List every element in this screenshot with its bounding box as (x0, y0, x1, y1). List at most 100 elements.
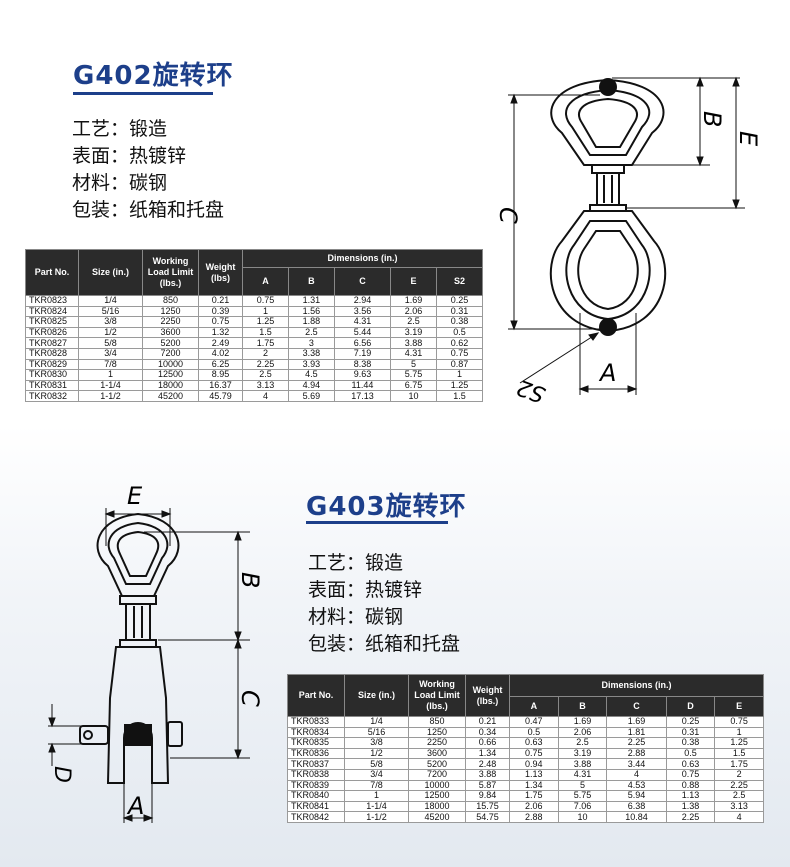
col-dim-c: C (606, 696, 667, 717)
table-cell: 1/4 (78, 295, 143, 307)
table-cell: 0.88 (665, 779, 716, 792)
table-cell: 12500 (408, 790, 466, 802)
g403-dim-label-d: D (49, 766, 74, 783)
table-cell: 10 (557, 811, 608, 823)
table-cell: 0.75 (242, 295, 289, 307)
table-cell: 1-1/4 (78, 379, 143, 392)
table-cell: 1 (344, 790, 409, 802)
table-cell: 18000 (142, 379, 199, 392)
table-cell: 1.32 (198, 326, 243, 339)
col-weight: Weight (lbs.) (465, 674, 510, 717)
table-cell: 0.5 (509, 726, 559, 739)
table-cell: TKR0830 (25, 369, 79, 381)
table-cell: 0.66 (465, 737, 510, 749)
col-dim-b: B (557, 696, 608, 717)
table-cell: 3600 (408, 747, 466, 760)
g402-spec-table: Part No. Size (in.) Working Load Limit (… (25, 249, 483, 402)
g402-title: G402旋转环 (73, 61, 234, 91)
table-cell: 3.88 (557, 758, 608, 770)
table-cell: 1.75 (242, 337, 289, 349)
table-cell: 3/8 (344, 737, 409, 749)
table-cell: 0.47 (509, 716, 559, 728)
g403-spec-material: 材料：碳钢 (308, 606, 404, 628)
table-cell: 5.75 (390, 369, 438, 381)
table-cell: 4.53 (606, 779, 667, 792)
table-cell: 1.25 (714, 737, 764, 749)
g403-jaw-block-icon (124, 724, 152, 746)
table-cell: 2250 (408, 737, 466, 749)
table-cell: TKR0842 (287, 811, 345, 823)
table-cell: 10 (390, 390, 438, 402)
table-cell: 0.94 (509, 758, 559, 770)
table-cell: TKR0824 (25, 305, 79, 318)
table-cell: 3 (287, 337, 335, 349)
table-cell: 850 (408, 716, 466, 728)
table-cell: 10000 (142, 358, 199, 371)
table-cell: 0.5 (665, 747, 716, 760)
table-cell: 1.56 (287, 305, 335, 318)
col-part-no: Part No. (287, 674, 345, 717)
col-size: Size (in.) (78, 249, 143, 296)
col-dim-s2: S2 (436, 267, 483, 296)
table-cell: 2.88 (509, 811, 559, 823)
table-cell: 7/8 (344, 779, 409, 792)
table-cell: 1-1/2 (78, 390, 143, 402)
table-cell: 7.06 (557, 800, 608, 813)
table-cell: 4.94 (287, 379, 335, 392)
table-cell: 7.19 (333, 347, 392, 360)
table-cell: 6.38 (606, 800, 667, 813)
g403-spec-table: Part No. Size (in.) Working Load Limit (… (287, 674, 764, 823)
table-cell: TKR0835 (287, 737, 345, 749)
table-cell: 2.5 (287, 326, 335, 339)
table-cell: 0.39 (198, 305, 243, 318)
table-cell: 0.75 (509, 747, 559, 760)
col-working-load-limit: Working Load Limit (lbs.) (408, 674, 466, 717)
table-cell: 2.48 (465, 758, 510, 770)
table-cell: 4 (606, 768, 667, 781)
table-cell: 5.94 (606, 790, 667, 802)
table-cell: 1.75 (714, 758, 764, 770)
table-cell: 1.13 (665, 790, 716, 802)
g403-title-underline (306, 521, 448, 524)
table-cell: 3.13 (242, 379, 289, 392)
g402-spec-packaging: 包装：纸箱和托盘 (72, 199, 225, 221)
col-part-no: Part No. (25, 249, 79, 296)
table-cell: 1/2 (78, 326, 143, 339)
table-cell: 10000 (408, 779, 466, 792)
table-cell: TKR0836 (287, 747, 345, 760)
table-cell: 2.06 (509, 800, 559, 813)
table-cell: 5.87 (465, 779, 510, 792)
table-cell: 9.84 (465, 790, 510, 802)
table-cell: 3.38 (287, 347, 335, 360)
table-cell: 1.38 (665, 800, 716, 813)
table-cell: 0.75 (714, 716, 764, 728)
table-cell: 0.87 (436, 358, 483, 371)
table-cell: 1.13 (509, 768, 559, 781)
table-cell: 6.75 (390, 379, 438, 392)
table-cell: 3.88 (390, 337, 438, 349)
table-cell: 7/8 (78, 358, 143, 371)
table-cell: 54.75 (465, 811, 510, 823)
table-cell: 1 (714, 726, 764, 739)
table-cell: 2 (242, 347, 289, 360)
g403-spec-packaging: 包装：纸箱和托盘 (308, 633, 461, 655)
col-dimensions: Dimensions (in.) (509, 674, 764, 697)
table-cell: 1-1/4 (344, 800, 409, 813)
table-cell: 0.25 (436, 295, 483, 307)
g403-title: G403旋转环 (306, 492, 467, 522)
table-cell: 45200 (408, 811, 466, 823)
table-cell: 1 (436, 369, 483, 381)
table-cell: 3/4 (78, 347, 143, 360)
col-working-load-limit: Working Load Limit (lbs.) (142, 249, 199, 296)
table-cell: 1.34 (465, 747, 510, 760)
